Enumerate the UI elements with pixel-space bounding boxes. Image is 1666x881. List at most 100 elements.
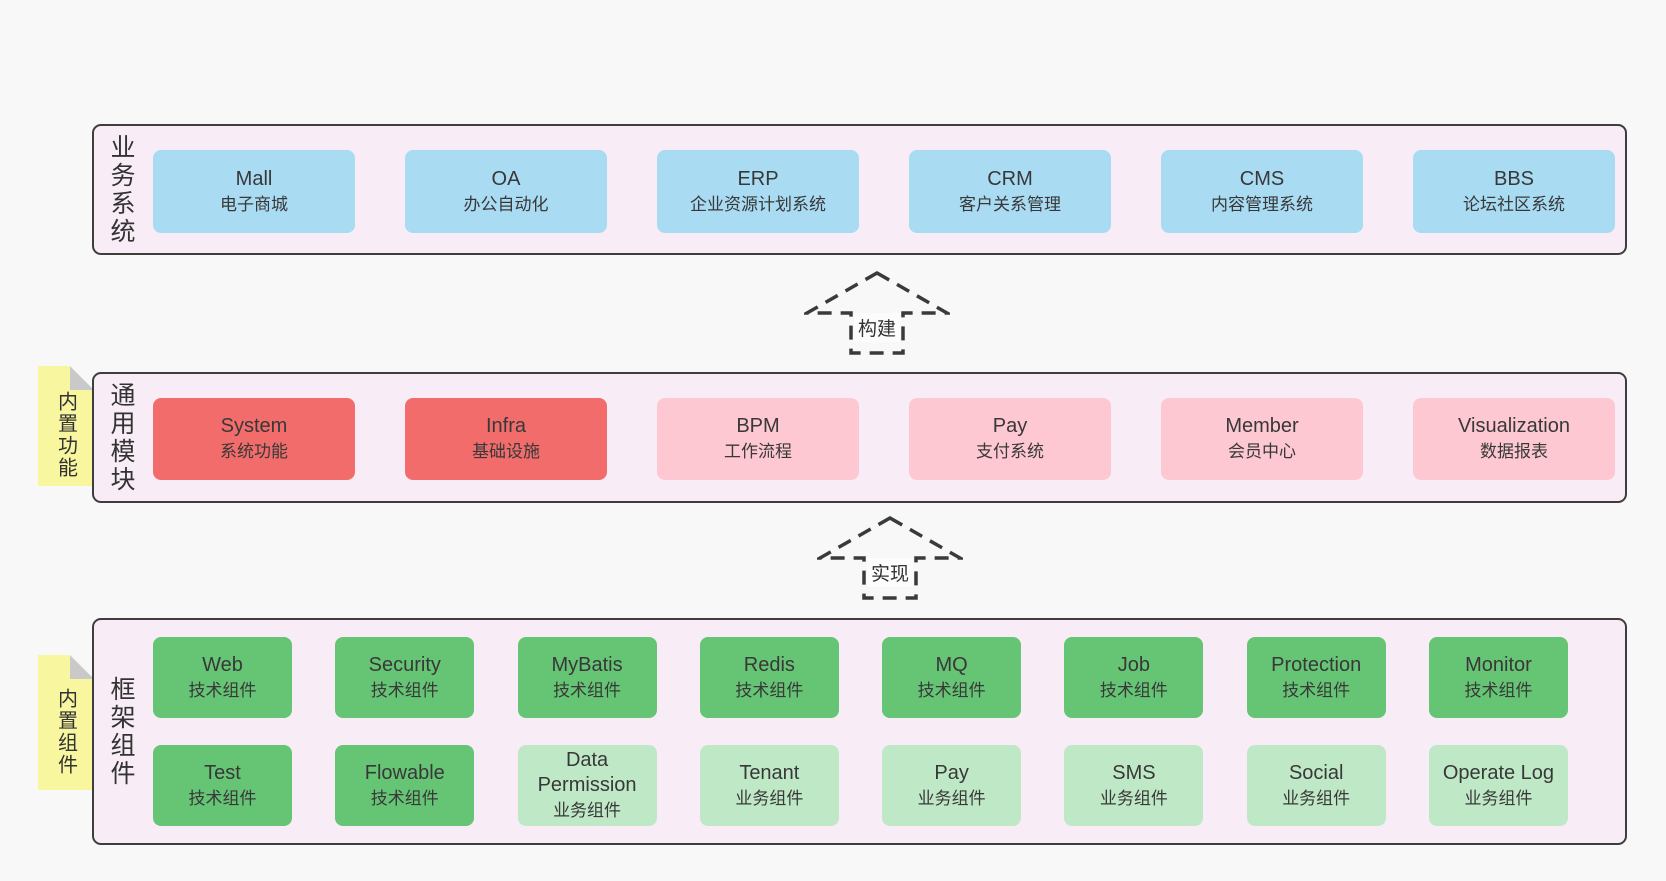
box-title: Social [1288, 761, 1344, 784]
box-subtitle: 业务组件 [1282, 788, 1351, 808]
box-title: Pay [934, 761, 969, 784]
box-subtitle: 会员中心 [1228, 442, 1296, 461]
business-box-oa: OA 办公自动化 [405, 150, 607, 233]
box-title: Security [368, 653, 441, 676]
business-box-bbs: BBS 论坛社区系统 [1413, 150, 1615, 233]
dashed-up-arrow-icon [804, 270, 950, 355]
box-title: CRM [987, 167, 1033, 190]
box-subtitle: 技术组件 [917, 680, 986, 700]
framework-box-monitor: Monitor 技术组件 [1428, 637, 1568, 718]
business-box-row: Mall 电子商城 OA 办公自动化 ERP 企业资源计划系统 CRM 客户关系… [153, 150, 1615, 233]
box-subtitle: 技术组件 [188, 680, 257, 700]
section-label: 通用模块 [107, 381, 135, 494]
box-subtitle: 技术组件 [188, 788, 257, 808]
dashed-up-arrow-icon [817, 515, 963, 600]
module-box-system: System 系统功能 [153, 398, 355, 480]
module-box-bpm: BPM 工作流程 [657, 398, 859, 480]
box-subtitle: 业务组件 [553, 801, 622, 820]
modules-box-row: System 系统功能 Infra 基础设施 BPM 工作流程 Pay 支付系统… [153, 398, 1615, 480]
box-title: ERP [737, 167, 779, 190]
framework-box-social: Social 业务组件 [1246, 745, 1386, 826]
framework-box-protection: Protection 技术组件 [1246, 637, 1386, 718]
box-subtitle: 客户关系管理 [959, 194, 1061, 214]
box-subtitle: 基础设施 [472, 442, 540, 461]
box-subtitle: 技术组件 [1464, 680, 1533, 700]
framework-box-pay: Pay 业务组件 [882, 745, 1022, 826]
box-subtitle: 数据报表 [1480, 442, 1548, 461]
box-subtitle: 技术组件 [1282, 680, 1351, 700]
box-title: Member [1225, 415, 1299, 437]
box-subtitle: 企业资源计划系统 [690, 194, 826, 214]
box-title: Pay [992, 415, 1028, 437]
section-common-modules: 通用模块 System 系统功能 Infra 基础设施 BPM 工作流程 Pay… [92, 372, 1627, 503]
box-subtitle: 办公自动化 [463, 194, 549, 214]
framework-box-redis: Redis 技术组件 [699, 637, 839, 718]
business-box-mall: Mall 电子商城 [153, 150, 355, 233]
box-subtitle: 技术组件 [735, 680, 804, 700]
box-title: CMS [1239, 167, 1285, 190]
box-title: Operate Log [1442, 761, 1555, 784]
box-subtitle: 技术组件 [370, 680, 439, 700]
business-box-cms: CMS 内容管理系统 [1161, 150, 1363, 233]
sticky-note-built-in-functions: 内置功能 [38, 366, 94, 486]
box-subtitle: 技术组件 [553, 680, 622, 700]
sticky-note-label: 内置功能 [54, 391, 77, 479]
box-title: BPM [736, 415, 780, 437]
framework-box-data-permission: Data Permission 业务组件 [517, 745, 657, 826]
arrow-build: 构建 [804, 270, 950, 356]
box-title: Tenant [739, 761, 800, 784]
framework-box-mq: MQ 技术组件 [882, 637, 1022, 718]
box-title: SMS [1112, 761, 1156, 784]
sticky-note-built-in-components: 内置组件 [38, 655, 94, 790]
box-title: Mall [235, 167, 273, 190]
section-label: 业务系统 [107, 133, 135, 246]
box-title: Job [1117, 653, 1151, 676]
section-framework-components: 框架组件 Web 技术组件 Security 技术组件 MyBatis 技术组件… [92, 618, 1627, 845]
framework-box-row-1: Web 技术组件 Security 技术组件 MyBatis 技术组件 Redi… [153, 637, 1568, 718]
framework-box-tenant: Tenant 业务组件 [699, 745, 839, 826]
section-business-systems: 业务系统 Mall 电子商城 OA 办公自动化 ERP 企业资源计划系统 CRM… [92, 124, 1627, 255]
box-subtitle: 业务组件 [1464, 788, 1533, 808]
framework-box-sms: SMS 业务组件 [1064, 745, 1204, 826]
framework-box-mybatis: MyBatis 技术组件 [517, 637, 657, 718]
framework-box-test: Test 技术组件 [153, 745, 292, 826]
business-box-crm: CRM 客户关系管理 [909, 150, 1111, 233]
framework-box-row-2: Test 技术组件 Flowable 技术组件 Data Permission … [153, 745, 1568, 826]
sticky-note-label: 内置组件 [54, 687, 77, 776]
framework-box-job: Job 技术组件 [1064, 637, 1204, 718]
framework-box-security: Security 技术组件 [335, 637, 475, 718]
box-title: Protection [1271, 653, 1362, 676]
business-box-erp: ERP 企业资源计划系统 [657, 150, 859, 233]
box-subtitle: 业务组件 [917, 788, 986, 808]
box-subtitle: 内容管理系统 [1211, 194, 1313, 214]
box-title: Monitor [1465, 653, 1532, 676]
box-title: Redis [743, 653, 795, 676]
arrow-label: 实现 [866, 558, 914, 587]
box-title: OA [491, 167, 521, 190]
box-title: Data Permission [537, 749, 637, 796]
box-title: Flowable [364, 761, 445, 784]
box-title: Visualization [1458, 415, 1570, 437]
box-subtitle: 技术组件 [370, 788, 439, 808]
framework-box-flowable: Flowable 技术组件 [335, 745, 475, 826]
arrow-label: 构建 [853, 313, 901, 342]
box-title: Infra [485, 415, 527, 437]
box-subtitle: 电子商城 [220, 194, 288, 214]
framework-box-operate-log: Operate Log 业务组件 [1428, 745, 1568, 826]
box-title: Web [202, 653, 243, 676]
box-subtitle: 业务组件 [1099, 788, 1168, 808]
box-subtitle: 业务组件 [735, 788, 804, 808]
section-label: 框架组件 [107, 675, 135, 788]
box-title: MQ [935, 653, 968, 676]
box-title: Test [204, 761, 241, 784]
box-title: MyBatis [551, 653, 623, 676]
module-box-pay: Pay 支付系统 [909, 398, 1111, 480]
box-subtitle: 论坛社区系统 [1463, 194, 1565, 214]
framework-box-web: Web 技术组件 [153, 637, 292, 718]
box-subtitle: 技术组件 [1099, 680, 1168, 700]
box-title: System [220, 415, 288, 437]
box-subtitle: 支付系统 [976, 442, 1044, 461]
module-box-member: Member 会员中心 [1161, 398, 1363, 480]
module-box-infra: Infra 基础设施 [405, 398, 607, 480]
